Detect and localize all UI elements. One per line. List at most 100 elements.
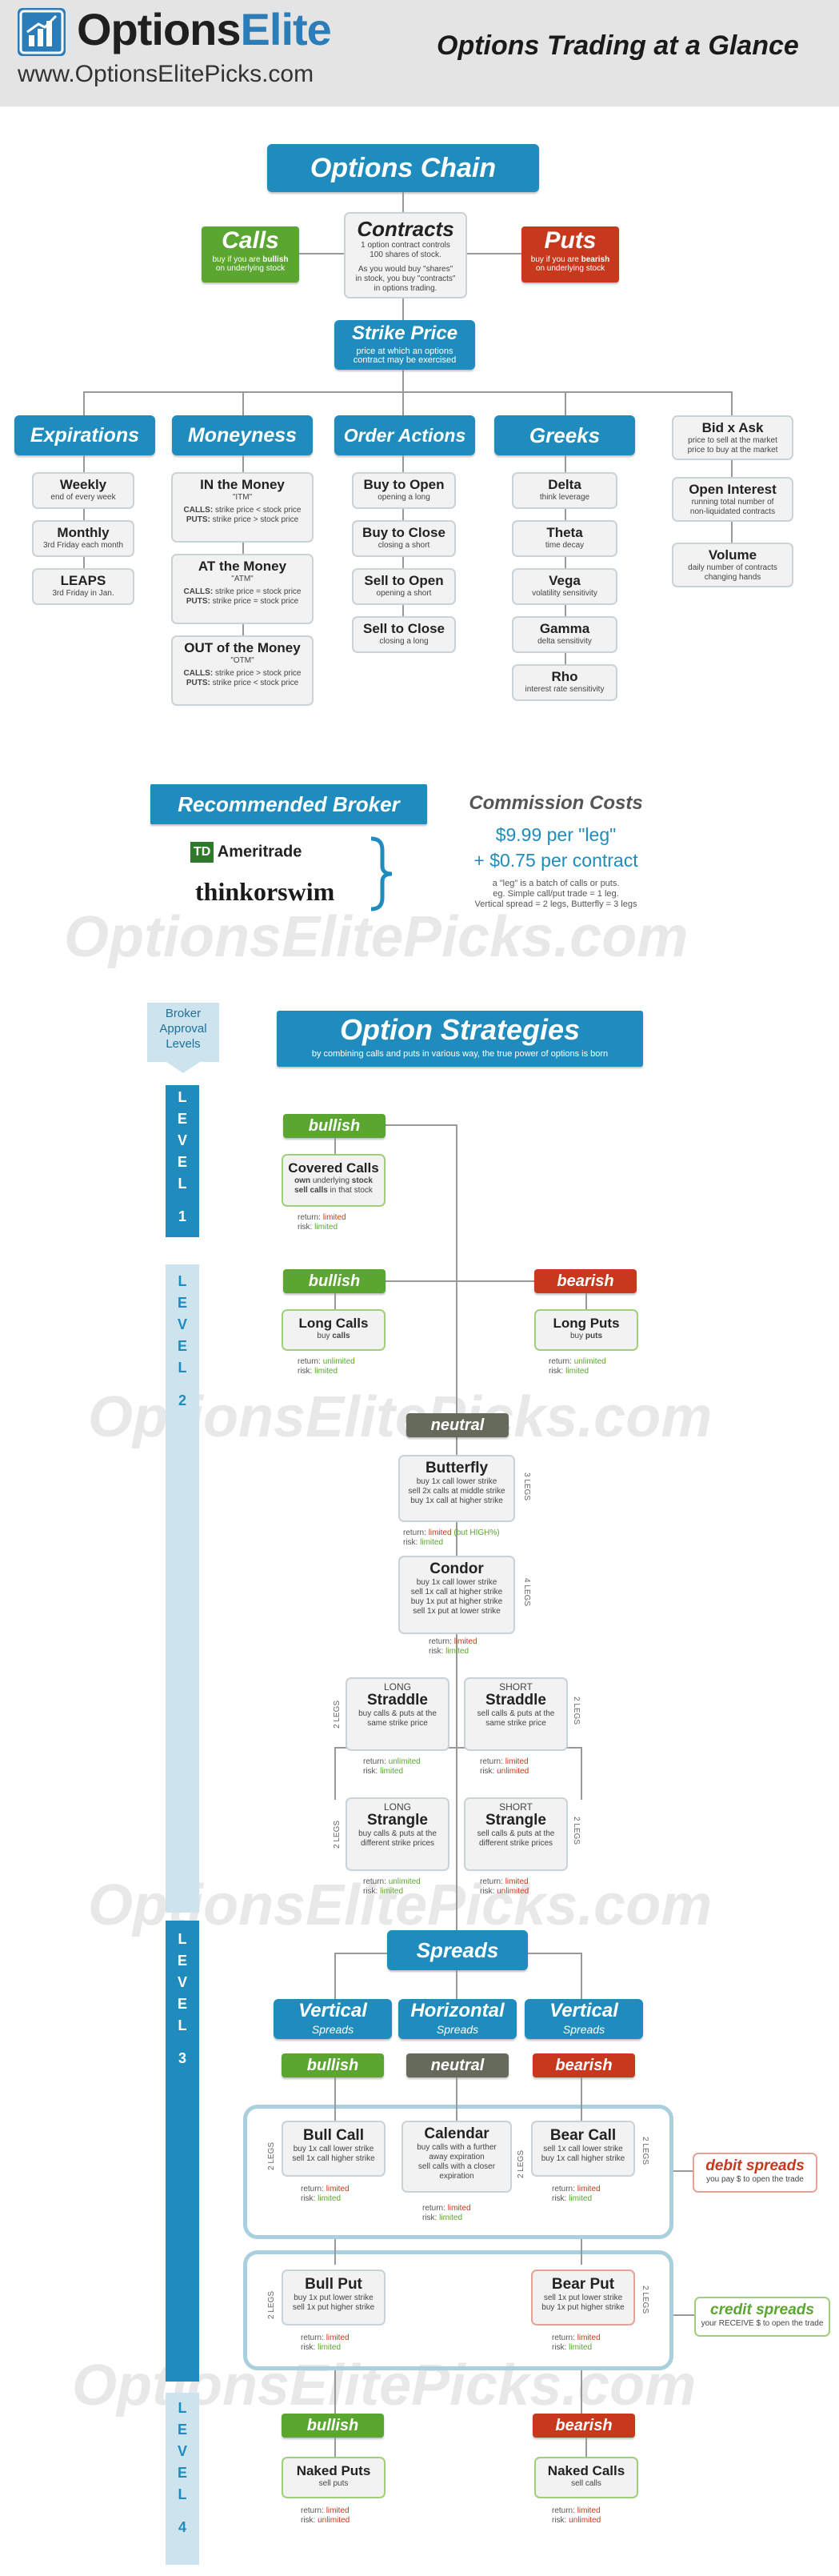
approval-arrow-icon (166, 1062, 200, 1073)
bullish-label: bullish (282, 2414, 384, 2438)
greeks-banner: Greeks (494, 415, 635, 455)
short-straddle-return-risk: return: limited risk: unlimited (480, 1757, 529, 1776)
contracts-box: Contracts 1 option contract controls 100… (344, 212, 467, 298)
bear-call-return-risk: return: limited risk: limited (552, 2185, 601, 2203)
long-straddle-return-risk: return: unlimited risk: limited (363, 1757, 421, 1776)
neutral-label: neutral (406, 2053, 509, 2077)
commission-per-contract: + $0.75 per contract (473, 850, 638, 871)
covered-calls-return-risk: return: limited risk: limited (298, 1213, 346, 1232)
legs-label: 2 LEGS (333, 1820, 342, 1849)
watermark: OptionsElitePicks.com (64, 905, 689, 969)
option-strategies-banner: Option Strategies by combining calls and… (277, 1011, 643, 1067)
bearish-label: bearish (533, 2053, 635, 2077)
neutral-label: neutral (406, 1413, 509, 1437)
butterfly-return-risk: return: limited (but HIGH%) risk: limite… (403, 1528, 500, 1547)
td-ameritrade-logo[interactable]: TD Ameritrade (190, 842, 302, 866)
long-strangle-return-risk: return: unlimited risk: limited (363, 1877, 421, 1896)
commission-per-leg: $9.99 per "leg" (495, 824, 617, 845)
credit-spreads-group (243, 2250, 673, 2370)
legs-label: 2 LEGS (267, 2141, 276, 2170)
strike-price-box: Strike Price price at which an options c… (334, 320, 475, 370)
bear-put-return-risk: return: limited risk: limited (552, 2334, 601, 2352)
legs-label: 2 LEGS (267, 2290, 276, 2319)
bearish-label: bearish (534, 1269, 637, 1293)
expirations-banner: Expirations (14, 415, 155, 455)
bullish-label: bullish (283, 1269, 386, 1293)
legs-label: 2 LEGS (517, 2149, 525, 2178)
bullish-label: bullish (282, 2053, 384, 2077)
commission-title: Commission Costs (469, 792, 643, 814)
legs-label: 2 LEGS (641, 2137, 649, 2165)
short-strangle-return-risk: return: limited risk: unlimited (480, 1877, 529, 1896)
bull-call-return-risk: return: limited risk: limited (301, 2185, 350, 2203)
bullish-label: bullish (283, 1114, 386, 1138)
moneyness-atm: AT the Money"ATM" CALLS: strike price = … (171, 554, 314, 624)
legs-label: 2 LEGS (572, 1817, 581, 1845)
commission-note: a "leg" is a batch of calls or puts.eg. … (474, 879, 637, 909)
order-actions-banner: Order Actions (334, 415, 475, 455)
legs-label: 2 LEGS (333, 1700, 342, 1729)
level-4-bar (166, 2393, 199, 2565)
legs-label: 2 LEGS (641, 2286, 649, 2314)
brace-icon (368, 835, 395, 916)
level-2-bar (166, 1264, 199, 1913)
covered-calls-box: Covered Calls own underlying stock sell … (282, 1154, 386, 1207)
logo-wordmark: OptionsElite (77, 4, 332, 54)
naked-calls-return-risk: return: limited risk: unlimited (552, 2506, 601, 2525)
thinkorswim-logo[interactable]: thinkorswim (195, 877, 335, 906)
level-1-bar (166, 1085, 199, 1237)
moneyness-banner: Moneyness (172, 415, 313, 455)
condor-return-risk: return: limited risk: limited (429, 1637, 477, 1656)
level-3-bar (166, 1921, 199, 2382)
long-puts-return-risk: return: unlimited risk: limited (549, 1357, 606, 1376)
bull-put-return-risk: return: limited risk: limited (301, 2334, 350, 2352)
chart-logo-icon (18, 8, 66, 56)
site-url[interactable]: www.OptionsElitePicks.com (18, 61, 314, 87)
recommended-broker-banner: Recommended Broker (150, 784, 427, 824)
credit-spreads-note: credit spreads your RECEIVE $ to open th… (694, 2297, 830, 2337)
moneyness-otm: OUT of the Money"OTM" CALLS: strike pric… (171, 635, 314, 706)
legs-label: 4 LEGS (522, 1578, 531, 1607)
moneyness-itm: IN the Money"ITM" CALLS: strike price < … (171, 472, 314, 543)
page-title: Options Trading at a Glance (437, 30, 799, 61)
spreads-banner: Spreads (387, 1930, 528, 1970)
